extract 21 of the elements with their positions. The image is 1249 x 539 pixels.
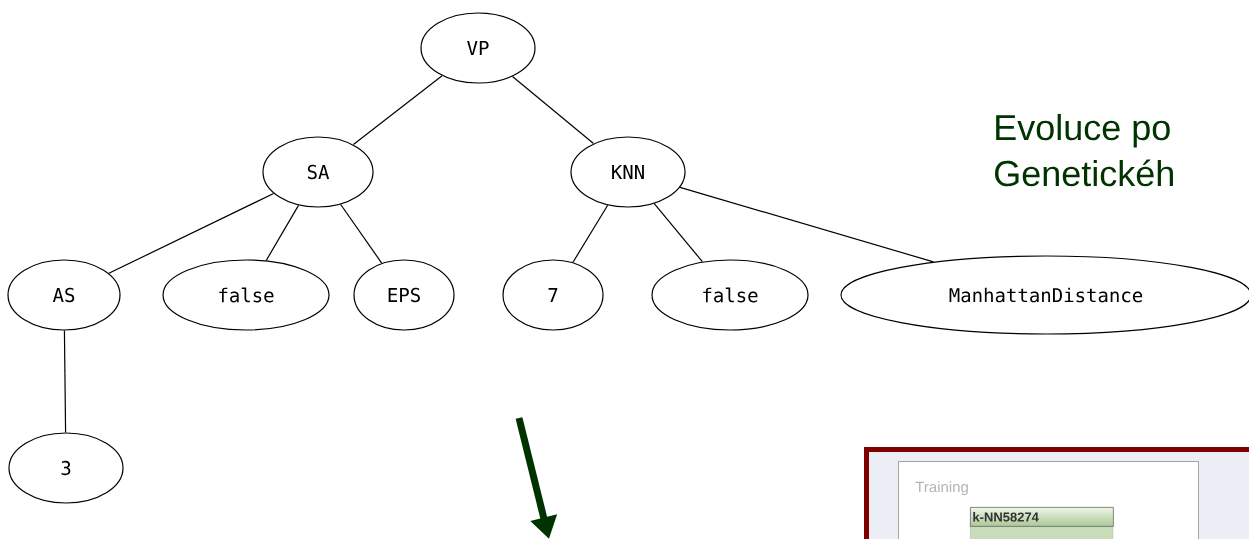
connector-line: [352, 75, 443, 146]
heading-text: Genetickéh: [995, 159, 1173, 187]
ellipse-node: 7: [502, 259, 604, 331]
connector-line: [653, 203, 703, 263]
ellipse-node: false: [651, 259, 809, 331]
heading-text: Evoluce po: [996, 113, 1170, 148]
ellipse-node: false: [162, 259, 330, 331]
ellipse-node: KNN: [570, 136, 686, 208]
ellipse-node: VP: [420, 12, 536, 84]
ellipse-node: 3: [8, 432, 124, 504]
connector-line: [340, 203, 383, 264]
connector-line: [63, 330, 67, 433]
connector-line: [108, 192, 275, 274]
connector-line: [572, 204, 609, 263]
ellipse-node: SA: [262, 136, 374, 208]
list-item: k-NN58274: [970, 507, 1114, 527]
ellipse-node: AS: [7, 259, 121, 331]
connector-line: [679, 186, 934, 263]
connector-line: [265, 204, 300, 262]
ellipse-node: EPS: [353, 259, 455, 331]
connector-line: [511, 75, 595, 145]
